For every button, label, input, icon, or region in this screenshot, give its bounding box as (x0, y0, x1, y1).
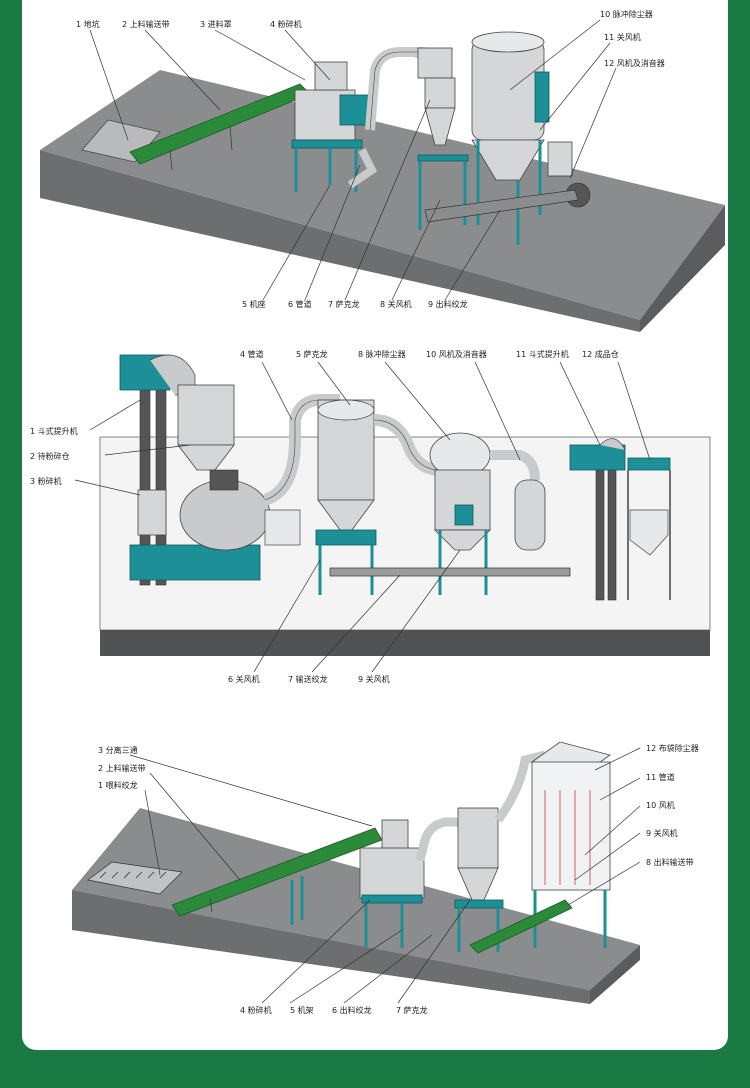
pulse-dust-collector (471, 39, 545, 141)
p1-label-3: 3 进料罩 (200, 19, 232, 29)
bucket-elevator-right (569, 438, 626, 601)
p3-label-1: 1 喂料绞龙 (98, 780, 138, 790)
panel-3-bag-filter-line: 3 分离三通 2 上料输送带 1 喂料绞龙 12 布袋除尘器 11 管道 10 … (72, 741, 699, 1015)
p1-label-10: 10 脉冲除尘器 (600, 9, 653, 19)
p3-label-3: 3 分离三通 (98, 745, 138, 755)
p1-label-11: 11 关风机 (604, 32, 641, 42)
p2-label-3: 3 粉碎机 (30, 476, 62, 486)
discharge-screw (424, 189, 579, 223)
discharge-conveyor (469, 899, 573, 954)
p1-label-6: 6 管道 (288, 299, 312, 309)
p1-label-4: 4 粉碎机 (270, 19, 302, 29)
screw-conveyor (329, 567, 571, 577)
p1-label-12: 12 风机及消音器 (604, 58, 665, 68)
p2-label-12: 12 成品仓 (582, 349, 619, 359)
cyclone (417, 47, 453, 79)
p1-label-9: 9 出料绞龙 (428, 299, 468, 309)
finished-product-bin (627, 457, 671, 600)
p3-label-8: 8 出料输送带 (646, 857, 694, 867)
p1-label-1: 1 地坑 (76, 19, 100, 29)
p3-label-7: 7 萨克龙 (396, 1005, 428, 1015)
panel-2-labels: 1 斗式提升机 2 待粉碎仓 3 粉碎机 4 管道 5 萨克龙 8 脉冲除尘器 … (30, 349, 619, 684)
p3-label-9: 9 关风机 (646, 828, 678, 838)
bag-dust-collector (531, 741, 611, 948)
hammer-mill-3 (359, 819, 425, 948)
panel-1-labels: 1 地坑 2 上料输送带 3 进料罩 4 粉碎机 10 脉冲除尘器 11 关风机… (76, 9, 665, 309)
p2-label-4: 4 管道 (240, 349, 264, 359)
panel-1-leader-lines (89, 19, 617, 301)
p3-label-11: 11 管道 (646, 772, 675, 782)
p3-label-6: 6 出料绞龙 (332, 1005, 372, 1015)
p3-label-5: 5 机架 (290, 1005, 314, 1015)
floor-slab-side (40, 150, 640, 332)
cyclone-2 (315, 399, 377, 595)
panel-1-hammer-mill-line: 1 地坑 2 上料输送带 3 进料罩 4 粉碎机 10 脉冲除尘器 11 关风机… (40, 9, 725, 332)
p3-label-12: 12 布袋除尘器 (646, 743, 699, 753)
p2-label-5: 5 萨克龙 (296, 349, 328, 359)
p1-label-7: 7 萨克龙 (328, 299, 360, 309)
panel-3-labels: 3 分离三通 2 上料输送带 1 喂料绞龙 12 布袋除尘器 11 管道 10 … (98, 743, 699, 1015)
pulse-dust-collector-2 (429, 432, 491, 595)
feed-bin (177, 384, 235, 446)
p2-label-8: 8 脉冲除尘器 (358, 349, 406, 359)
fine-grinder (129, 469, 301, 581)
p2-label-6: 6 关风机 (228, 674, 260, 684)
p3-label-10: 10 风机 (646, 800, 675, 810)
p1-label-5: 5 机座 (242, 299, 266, 309)
p2-label-1: 1 斗式提升机 (30, 426, 78, 436)
fan-silencer (547, 141, 573, 177)
p2-label-11: 11 斗式提升机 (516, 349, 569, 359)
panel-2-leader-lines (74, 361, 651, 673)
p2-label-10: 10 风机及消音器 (426, 349, 487, 359)
feed-screw (87, 861, 183, 895)
p2-label-9: 9 关风机 (358, 674, 390, 684)
p1-label-8: 8 关风机 (380, 299, 412, 309)
panel-3-leader-lines (129, 747, 641, 1004)
panel-2-fine-grinding-line: 1 斗式提升机 2 待粉碎仓 3 粉碎机 4 管道 5 萨克龙 8 脉冲除尘器 … (30, 349, 711, 684)
p2-label-2: 2 待粉碎仓 (30, 451, 70, 461)
p3-label-2: 2 上料输送带 (98, 763, 146, 773)
p1-label-2: 2 上料输送带 (122, 19, 170, 29)
fan-silencer-2 (514, 479, 546, 551)
p3-label-4: 4 粉碎机 (240, 1005, 272, 1015)
p2-label-7: 7 输送绞龙 (288, 674, 328, 684)
cyclone-3 (454, 807, 504, 952)
